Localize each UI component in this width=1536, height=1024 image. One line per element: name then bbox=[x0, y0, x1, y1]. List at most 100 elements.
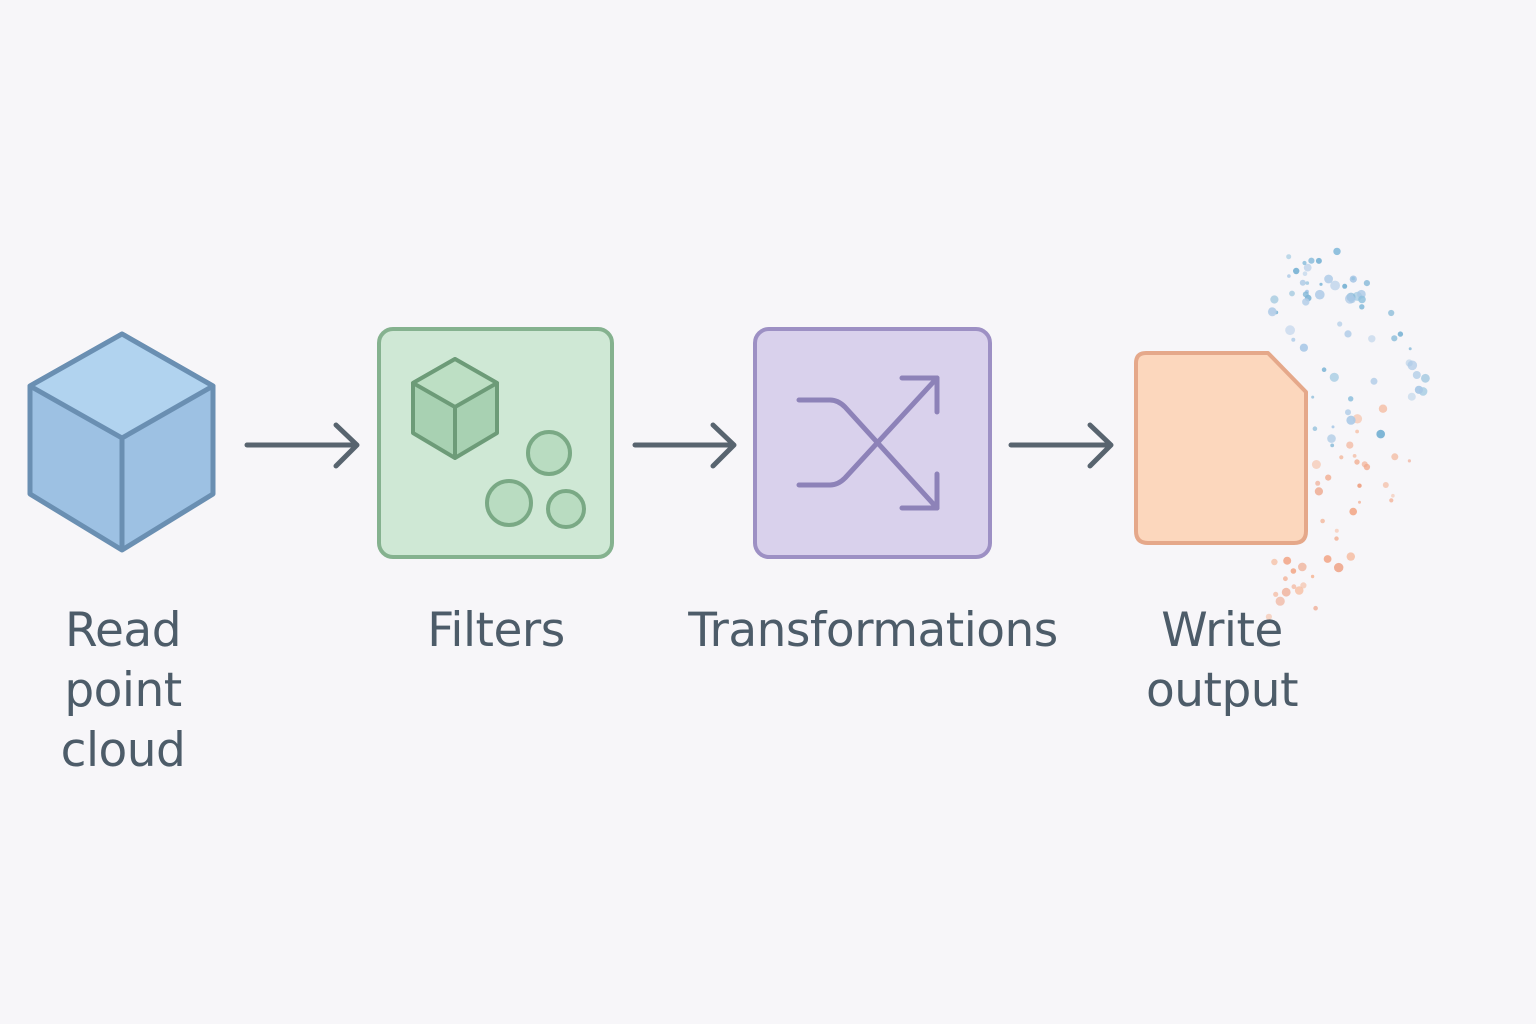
step-label-transformations: Transformations bbox=[688, 603, 1058, 658]
particle-dot bbox=[1265, 613, 1272, 620]
particle-dot bbox=[1293, 267, 1300, 275]
particle-dot bbox=[1349, 507, 1357, 516]
particle-dot bbox=[1334, 528, 1339, 533]
particle-dot bbox=[1354, 459, 1360, 465]
particle-dot bbox=[1294, 586, 1304, 595]
particle-dot bbox=[1320, 518, 1325, 524]
particle-dot bbox=[1342, 283, 1348, 289]
particle-dot bbox=[1315, 480, 1321, 486]
particle-dot bbox=[1315, 257, 1322, 264]
particle-dot bbox=[1378, 404, 1388, 413]
particle-dot bbox=[1351, 276, 1355, 281]
particle-dot bbox=[1267, 307, 1277, 317]
particle-dot bbox=[1330, 443, 1335, 448]
particle-dot bbox=[1287, 274, 1291, 278]
particle-dot bbox=[1329, 372, 1339, 382]
particle-dot bbox=[1302, 271, 1308, 277]
document-icon bbox=[1134, 351, 1308, 545]
particle-dot bbox=[1408, 347, 1412, 351]
particle-dot bbox=[1298, 562, 1307, 572]
particle-dot bbox=[1370, 377, 1378, 385]
particle-dot bbox=[1311, 460, 1321, 469]
particle-dot bbox=[1311, 395, 1315, 399]
particle-dot bbox=[1303, 263, 1312, 272]
particle-dot bbox=[1289, 290, 1295, 297]
particle-dot bbox=[1310, 574, 1315, 579]
particle-dot bbox=[1359, 304, 1365, 310]
step-label-filters: Filters bbox=[427, 603, 565, 658]
particle-dot bbox=[1407, 360, 1418, 371]
particle-dot bbox=[1319, 282, 1323, 286]
arrow-2-icon bbox=[632, 422, 737, 469]
cube-icon bbox=[27, 331, 216, 553]
particle-dot bbox=[1291, 584, 1297, 590]
particle-dot bbox=[1376, 429, 1385, 439]
particle-dot bbox=[1283, 556, 1292, 565]
particle-dot bbox=[1389, 498, 1394, 503]
particle-dot bbox=[1312, 426, 1318, 432]
filter-icon bbox=[377, 327, 614, 559]
particle-dot bbox=[1412, 371, 1421, 379]
particle-dot bbox=[1391, 453, 1399, 461]
particle-dot bbox=[1348, 396, 1354, 402]
particle-dot bbox=[1339, 455, 1344, 460]
particle-dot bbox=[1315, 289, 1325, 300]
arrow-1-icon bbox=[244, 422, 360, 469]
particle-dot bbox=[1290, 568, 1297, 574]
particle-dot bbox=[1300, 582, 1307, 589]
particle-dot bbox=[1397, 331, 1404, 337]
particle-dot bbox=[1355, 429, 1359, 434]
particle-dot bbox=[1391, 493, 1395, 498]
step-label-write-output: Write output bbox=[1145, 603, 1299, 718]
particle-dot bbox=[1271, 558, 1278, 566]
particle-dot bbox=[1302, 260, 1307, 266]
point-cloud-particles bbox=[1265, 247, 1430, 620]
particle-dot bbox=[1391, 335, 1398, 342]
particle-dot bbox=[1334, 536, 1339, 541]
particle-dot bbox=[1358, 500, 1361, 504]
particle-dot bbox=[1333, 247, 1341, 256]
particle-dot bbox=[1299, 343, 1308, 352]
shuffle-icon bbox=[753, 327, 992, 559]
particle-dot bbox=[1346, 441, 1354, 449]
particle-dot bbox=[1352, 454, 1357, 458]
particle-dot bbox=[1344, 330, 1352, 338]
particle-dot bbox=[1407, 392, 1416, 401]
particle-dot bbox=[1345, 409, 1351, 416]
particle-dot bbox=[1337, 321, 1343, 327]
particle-dot bbox=[1361, 461, 1368, 468]
particle-dot bbox=[1382, 482, 1389, 488]
particle-dot bbox=[1325, 474, 1332, 481]
particle-dot bbox=[1327, 434, 1336, 443]
particle-dot bbox=[1321, 367, 1327, 373]
particle-dot bbox=[1302, 291, 1309, 298]
step-label-read-point-cloud: Read point cloud bbox=[60, 603, 186, 778]
particle-dot bbox=[1308, 257, 1315, 264]
particle-dot bbox=[1313, 605, 1318, 611]
particle-dot bbox=[1305, 281, 1310, 285]
particle-dot bbox=[1331, 425, 1335, 429]
particle-dot bbox=[1388, 309, 1395, 317]
particle-dot bbox=[1334, 562, 1344, 573]
particle-dot bbox=[1368, 335, 1376, 343]
arrow-3-icon bbox=[1008, 422, 1114, 469]
particle-dot bbox=[1346, 415, 1356, 425]
particle-dot bbox=[1414, 385, 1423, 394]
particle-dot bbox=[1285, 325, 1295, 336]
particle-dot bbox=[1281, 587, 1291, 597]
particle-dot bbox=[1324, 274, 1333, 284]
particle-dot bbox=[1314, 487, 1323, 496]
particle-dot bbox=[1346, 552, 1356, 561]
particle-dot bbox=[1302, 298, 1310, 306]
particle-dot bbox=[1357, 483, 1362, 488]
particle-dot bbox=[1275, 596, 1285, 606]
particle-dot bbox=[1299, 279, 1306, 286]
particle-dot bbox=[1270, 295, 1279, 304]
particle-dot bbox=[1345, 293, 1355, 304]
particle-dot bbox=[1421, 373, 1430, 383]
particle-dot bbox=[1286, 254, 1292, 260]
particle-dot bbox=[1363, 280, 1370, 287]
particle-dot bbox=[1291, 337, 1296, 342]
particle-dot bbox=[1407, 459, 1411, 463]
